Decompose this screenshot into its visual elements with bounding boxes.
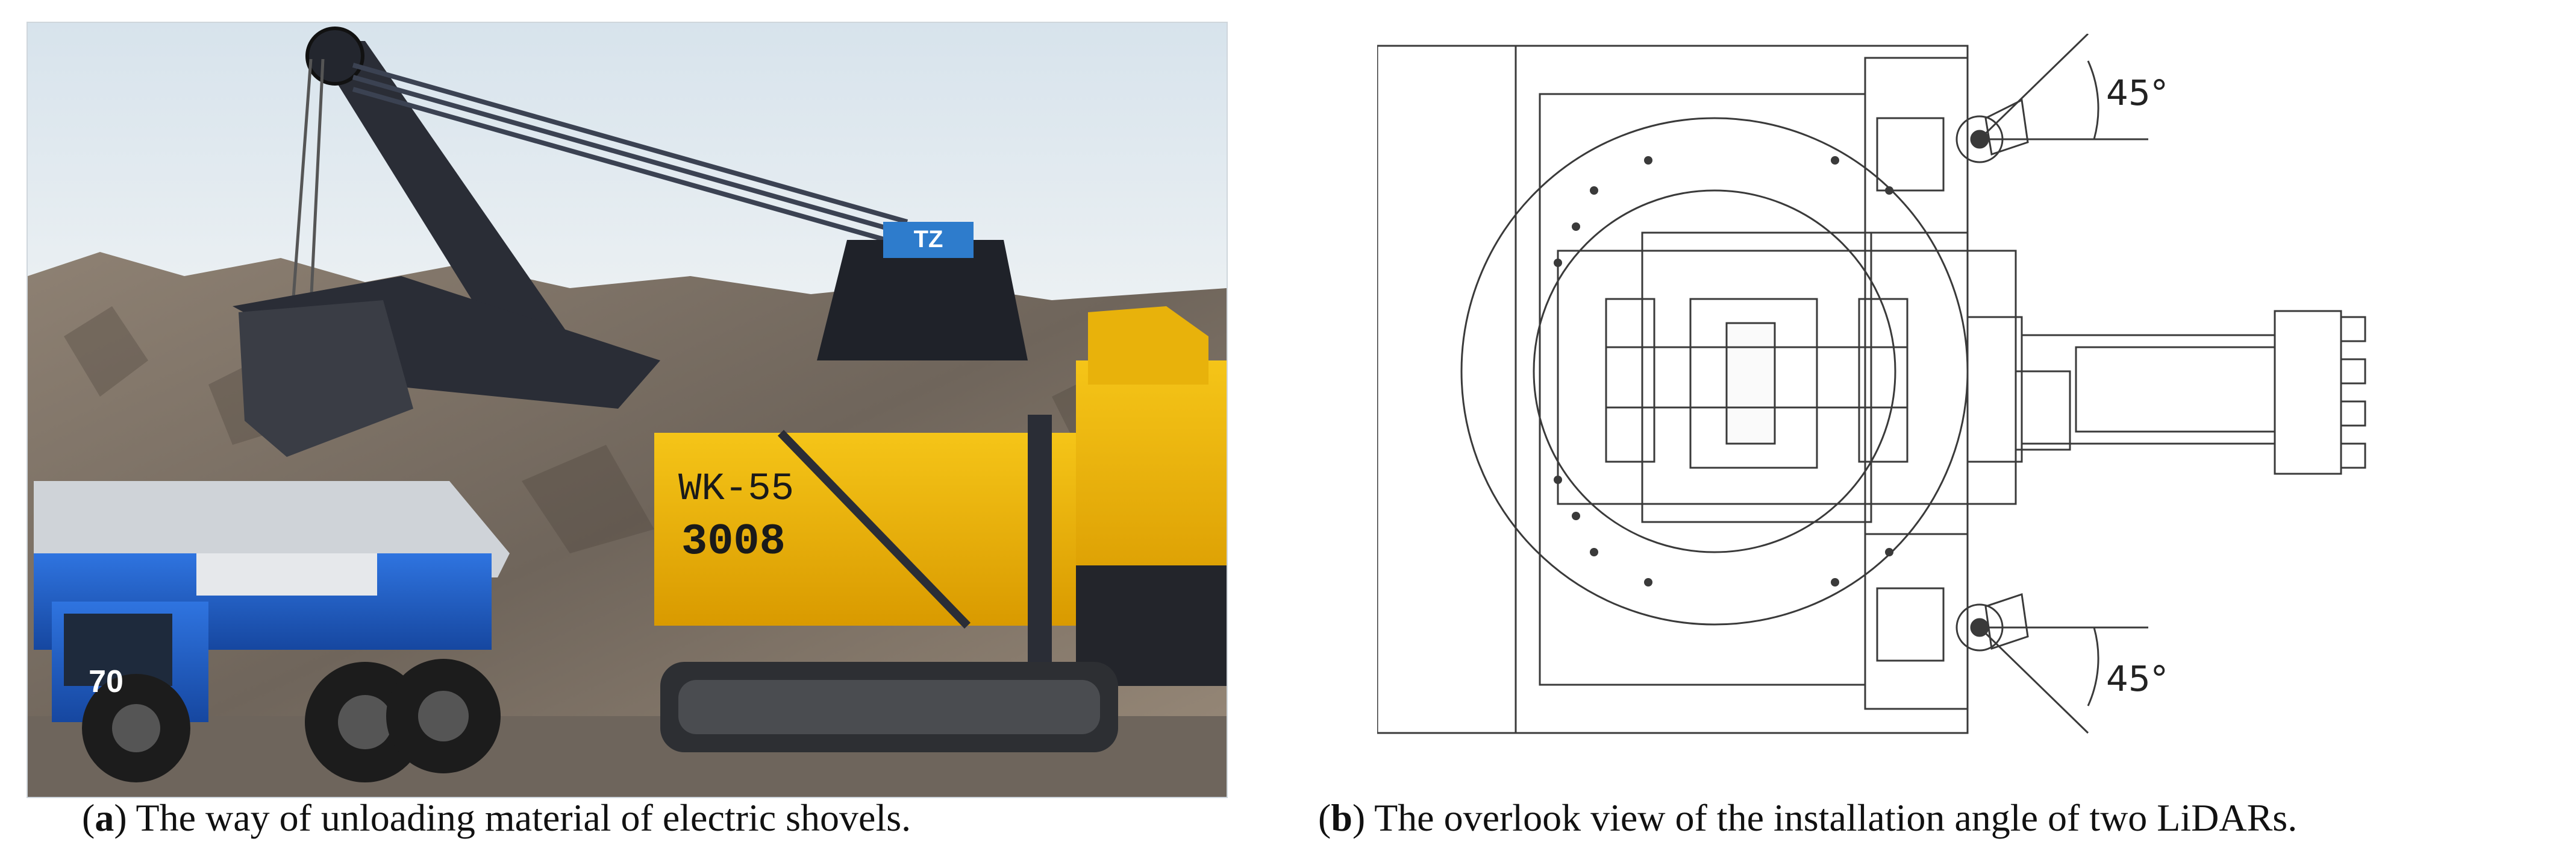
shovel-marking-model: WK-55 [678,468,794,511]
shovel-marking-number: 3008 [681,517,786,567]
brand-badge [883,222,974,258]
bolt-ring [1554,156,1893,587]
caption-b: (b) The overlook view of the installatio… [1318,796,2298,839]
boom-foot [2021,334,2276,445]
caption-a-text: The way of unloading material of electri… [136,796,911,839]
caption-b-text: The overlook view of the installation an… [1374,796,2298,839]
shovel-house [654,306,1227,686]
angle-indicator-bottom [1978,626,2148,734]
shovel-bucket [239,300,413,457]
angle-label-top: 45° [2106,72,2168,113]
haul-truck [34,481,510,782]
brand-badge-text: TZ [914,226,943,253]
lidar-mount-bottom [1864,533,1969,710]
angle-label-bottom: 45° [2106,658,2168,699]
shovel-boom [291,27,908,360]
dipper-bucket-outline [2274,310,2342,475]
truck-number: 70 [89,664,123,699]
angle-indicator-top [1978,33,2148,140]
counterweight-outline [1376,45,1517,734]
turntable [1460,117,1969,626]
photo-electric-shovel: TZ WK-55 3008 70 [27,22,1228,798]
caption-b-letter: b [1331,796,1352,839]
lidar-installation-drawing: 45° 45° [1376,33,2522,757]
caption-a-letter: a [95,796,114,839]
caption-a: (a) The way of unloading material of ele… [82,796,911,839]
machinery-deck [1557,250,2017,505]
lidar-mount-top [1864,57,1969,234]
